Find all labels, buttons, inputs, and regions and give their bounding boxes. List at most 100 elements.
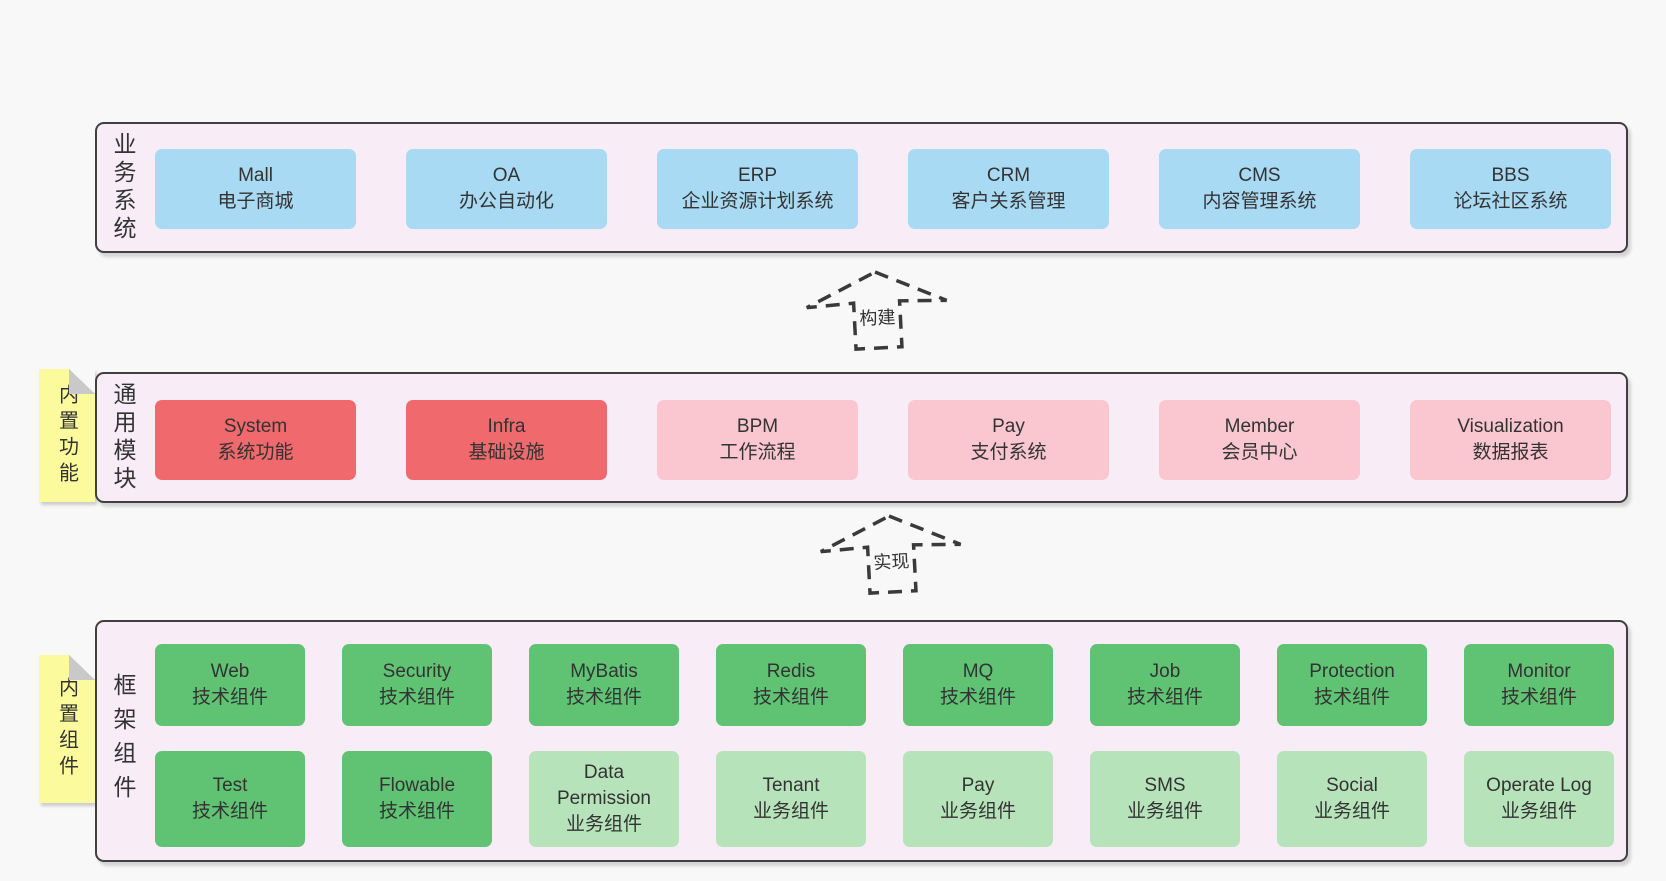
build-arrow: 构建 xyxy=(801,264,953,356)
box-desc: 业务组件 xyxy=(1500,801,1577,822)
module-box-visualization: Visualization 数据报表 xyxy=(1410,400,1611,480)
box-desc: 电子商城 xyxy=(217,191,294,212)
box-name: Infra xyxy=(487,416,526,437)
box-desc: 技术组件 xyxy=(191,687,268,708)
box-desc: 会员中心 xyxy=(1221,442,1298,463)
module-box-bpm: BPM 工作流程 xyxy=(657,400,858,480)
dashed-up-arrow-icon xyxy=(819,514,962,595)
box-name: Security xyxy=(382,661,452,682)
box-desc: 客户关系管理 xyxy=(951,191,1066,212)
box-desc: 工作流程 xyxy=(719,442,796,463)
box-desc: 基础设施 xyxy=(468,442,545,463)
box-name: BBS xyxy=(1491,165,1530,186)
box-name: Web xyxy=(210,661,250,682)
box-desc: 技术组件 xyxy=(939,687,1016,708)
component-box-mq: MQ 技术组件 xyxy=(903,644,1053,726)
box-desc: 企业资源计划系统 xyxy=(681,191,834,212)
section-label: 业务系统 xyxy=(110,131,136,244)
box-name: CRM xyxy=(986,165,1031,186)
business-box-oa: OA 办公自动化 xyxy=(406,149,607,229)
box-desc: 技术组件 xyxy=(378,687,455,708)
box-desc: 技术组件 xyxy=(752,687,829,708)
box-desc: 技术组件 xyxy=(565,687,642,708)
box-name: SMS xyxy=(1144,775,1186,796)
box-name: MyBatis xyxy=(570,661,638,682)
component-box-pay: Pay 业务组件 xyxy=(903,751,1053,847)
box-name: Data Permission xyxy=(557,762,651,809)
box-desc: 技术组件 xyxy=(1313,687,1390,708)
box-name: Monitor xyxy=(1507,661,1571,682)
component-box-sms: SMS 业务组件 xyxy=(1090,751,1240,847)
business-box-bbs: BBS 论坛社区系统 xyxy=(1410,149,1611,229)
component-box-protection: Protection 技术组件 xyxy=(1277,644,1427,726)
box-name: Social xyxy=(1326,775,1378,796)
box-name: Member xyxy=(1224,416,1295,437)
box-name: Protection xyxy=(1309,661,1395,682)
component-box-social: Social 业务组件 xyxy=(1277,751,1427,847)
box-name: Visualization xyxy=(1457,416,1564,437)
box-desc: 业务组件 xyxy=(1313,801,1390,822)
dashed-up-arrow-icon xyxy=(805,270,948,351)
box-desc: 业务组件 xyxy=(565,814,642,835)
arrow-label: 实现 xyxy=(869,546,914,575)
module-box-system: System 系统功能 xyxy=(155,400,356,480)
box-name: CMS xyxy=(1238,165,1281,186)
box-desc: 技术组件 xyxy=(378,801,455,822)
box-desc: 业务组件 xyxy=(939,801,1016,822)
box-name: MQ xyxy=(962,661,994,682)
module-box-infra: Infra 基础设施 xyxy=(406,400,607,480)
box-desc: 系统功能 xyxy=(217,442,294,463)
box-desc: 内容管理系统 xyxy=(1202,191,1317,212)
box-desc: 技术组件 xyxy=(1126,687,1203,708)
component-box-data-permission: Data Permission 业务组件 xyxy=(529,751,679,847)
box-desc: 数据报表 xyxy=(1472,442,1549,463)
box-name: Test xyxy=(212,775,248,796)
component-box-security: Security 技术组件 xyxy=(342,644,492,726)
section-label: 通用模块 xyxy=(110,381,136,494)
component-box-redis: Redis 技术组件 xyxy=(716,644,866,726)
business-box-cms: CMS 内容管理系统 xyxy=(1159,149,1360,229)
implement-arrow: 实现 xyxy=(815,508,967,600)
box-desc: 技术组件 xyxy=(191,801,268,822)
component-box-test: Test 技术组件 xyxy=(155,751,305,847)
business-box-mall: Mall 电子商城 xyxy=(155,149,356,229)
section-label: 框架组件 xyxy=(110,673,136,809)
box-desc: 论坛社区系统 xyxy=(1453,191,1568,212)
box-desc: 业务组件 xyxy=(752,801,829,822)
component-box-operate-log: Operate Log 业务组件 xyxy=(1464,751,1614,847)
box-desc: 业务组件 xyxy=(1126,801,1203,822)
component-box-mybatis: MyBatis 技术组件 xyxy=(529,644,679,726)
component-box-web: Web 技术组件 xyxy=(155,644,305,726)
component-box-monitor: Monitor 技术组件 xyxy=(1464,644,1614,726)
box-name: Pay xyxy=(992,416,1025,437)
sticky-label: 内置组件 xyxy=(55,677,78,781)
box-name: BPM xyxy=(736,416,779,437)
business-box-crm: CRM 客户关系管理 xyxy=(908,149,1109,229)
sticky-label: 内置功能 xyxy=(55,383,78,488)
arrow-label: 构建 xyxy=(855,302,900,331)
box-name: System xyxy=(223,416,288,437)
box-desc: 办公自动化 xyxy=(458,191,554,212)
box-name: Mall xyxy=(238,165,273,186)
sticky-note-builtin-features: 内置功能 xyxy=(39,369,95,502)
box-name: Redis xyxy=(766,661,816,682)
folded-corner-icon xyxy=(69,655,95,680)
sticky-note-builtin-components: 内置组件 xyxy=(39,655,95,803)
module-box-member: Member 会员中心 xyxy=(1159,400,1360,480)
box-name: Pay xyxy=(961,775,995,796)
box-name: OA xyxy=(492,165,521,186)
box-desc: 技术组件 xyxy=(1500,687,1577,708)
box-name: Operate Log xyxy=(1486,775,1592,796)
